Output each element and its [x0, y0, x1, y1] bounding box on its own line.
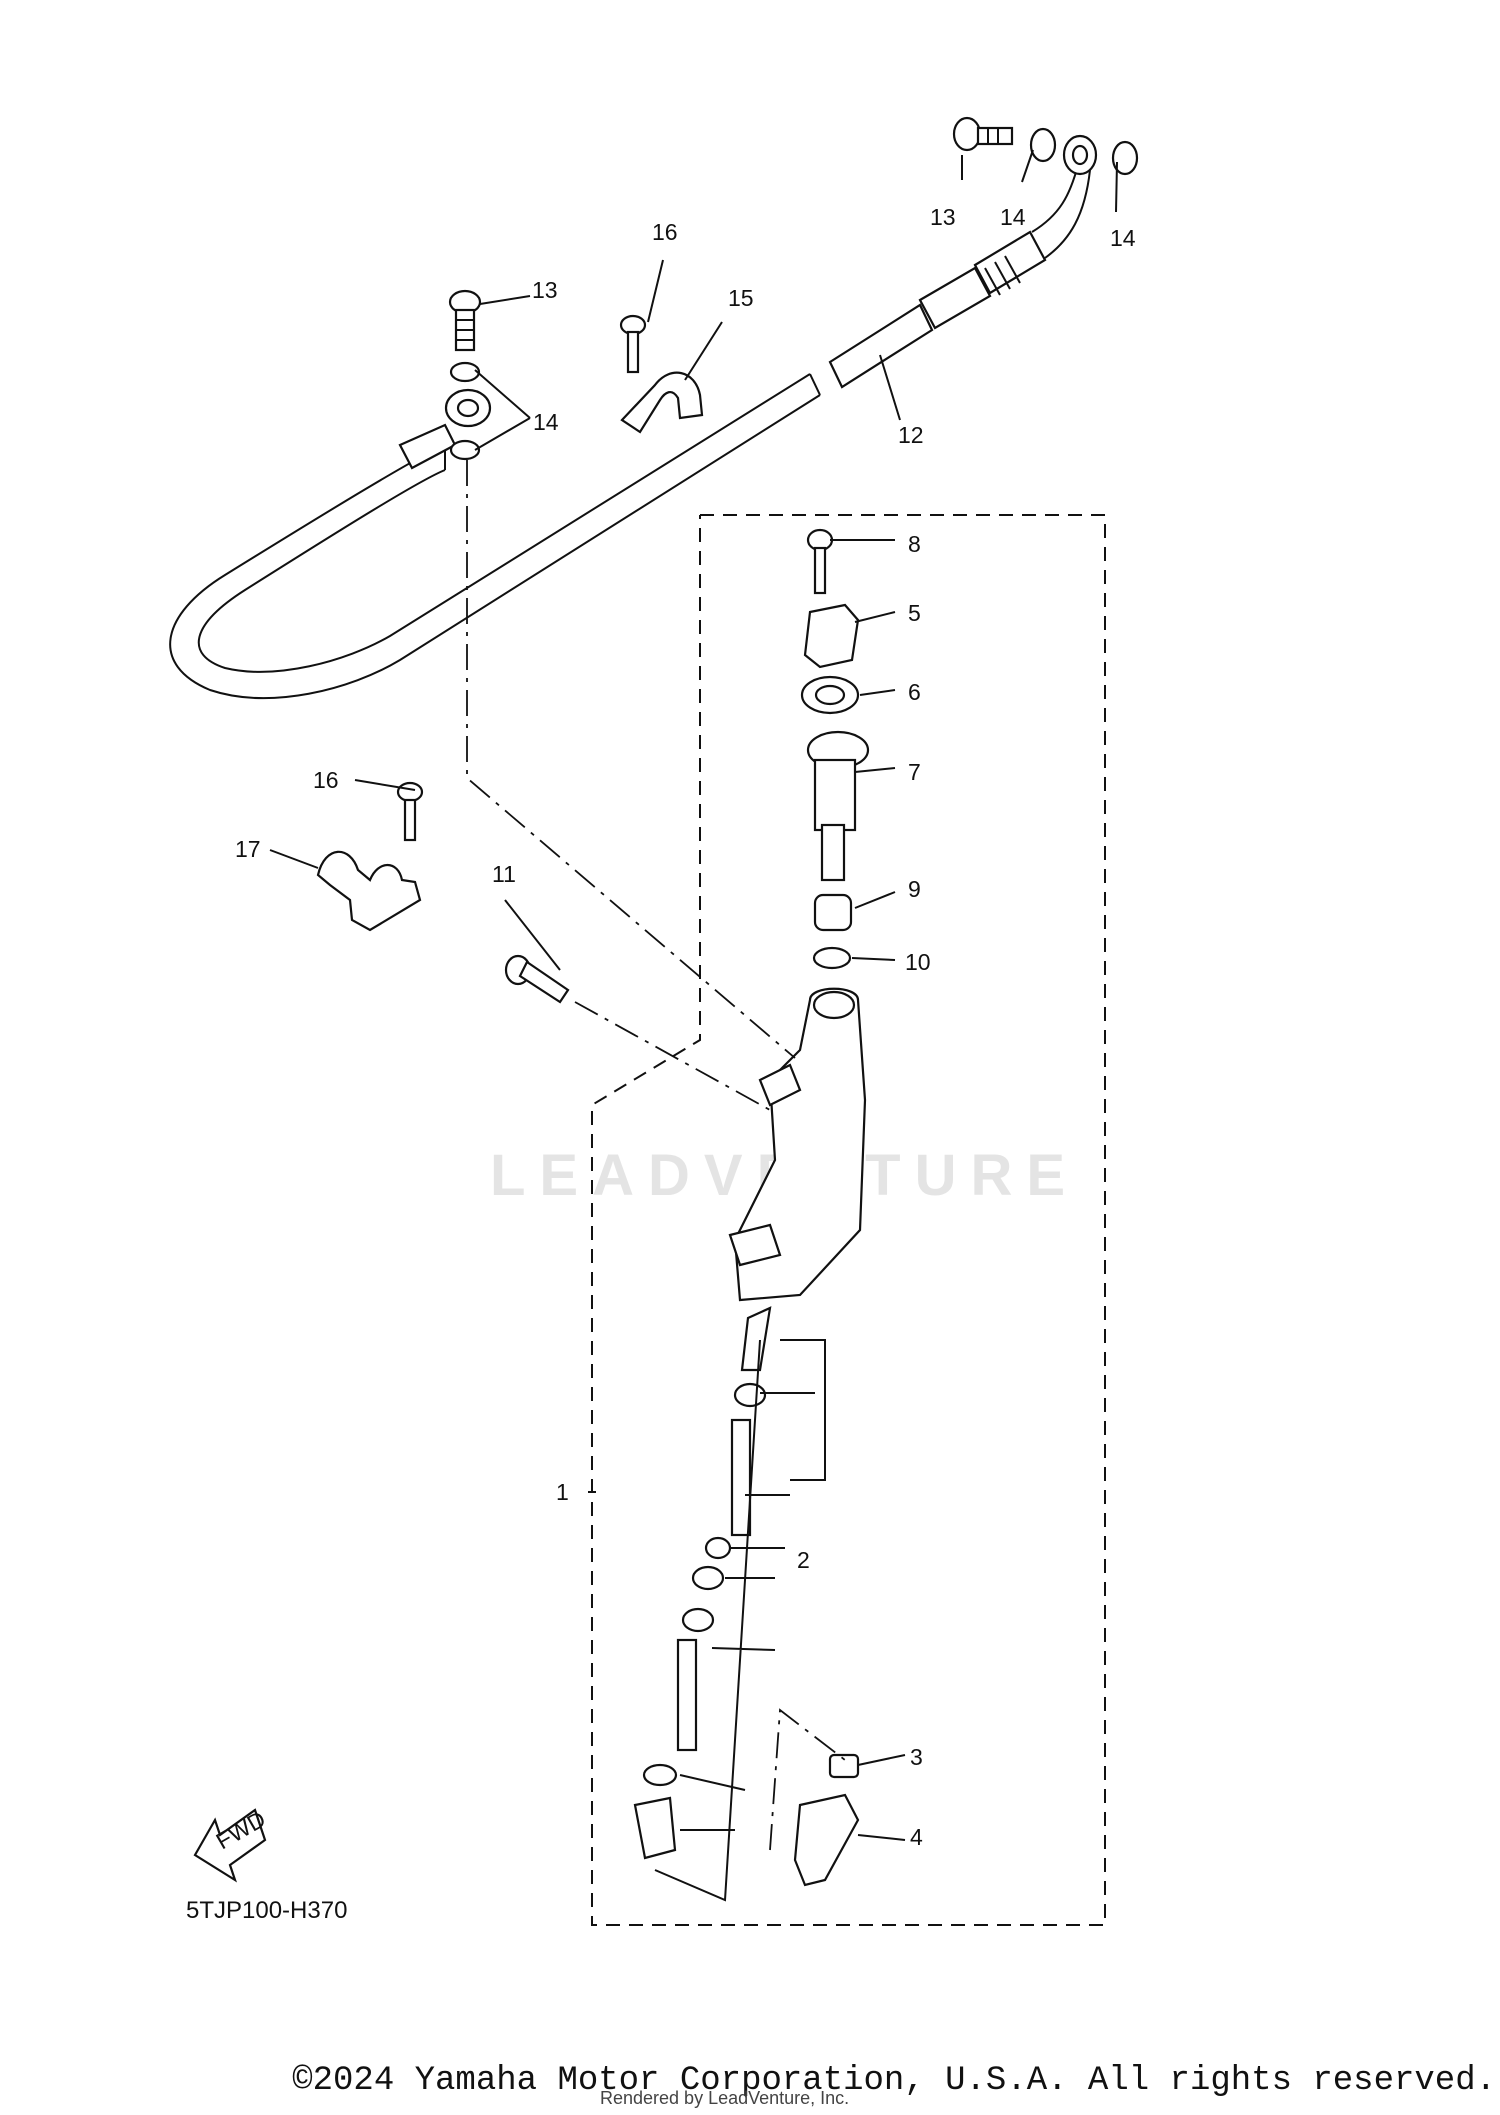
callout-10: 10 — [905, 949, 931, 975]
circlip — [812, 946, 852, 970]
nut — [828, 1753, 860, 1779]
callout-14: 14 — [533, 409, 559, 435]
assembly-centerlines — [466, 460, 846, 1851]
piston-rod — [730, 1418, 752, 1537]
callout-7: 7 — [908, 759, 921, 785]
union-bolt — [952, 116, 1014, 152]
copyright-text: ©2024 Yamaha Motor Corporation, U.S.A. A… — [292, 2062, 1496, 2100]
snap-ring — [642, 1763, 678, 1787]
callout-14: 14 — [1110, 225, 1136, 251]
screw — [396, 781, 424, 842]
diagram-code: 5TJP100-H370 — [186, 1897, 347, 1924]
rendered-by-text: Rendered by LeadVenture, Inc. — [600, 2088, 850, 2108]
forward-arrow-icon: FWD — [193, 1806, 270, 1883]
leader-lines — [269, 149, 1118, 1902]
callout-11: 11 — [492, 861, 516, 887]
screw — [619, 314, 647, 374]
copper-washer — [449, 361, 481, 383]
copyright-notice: ©2024 Yamaha Motor Corporation, U.S.A. A… — [0, 2062, 1500, 2100]
assembly-boundary — [591, 514, 1106, 1926]
callout-1: 1 — [556, 1479, 569, 1505]
callout-13: 13 — [532, 277, 558, 303]
banjo-fitting-lower — [398, 388, 492, 470]
diaphragm-center — [814, 684, 846, 706]
callout-4: 4 — [910, 1824, 923, 1850]
clevis — [793, 1793, 860, 1887]
callout-2: 2 — [797, 1547, 810, 1573]
pushrod-washer — [681, 1607, 715, 1633]
reservoir-bolt — [806, 528, 834, 595]
brake-hose — [169, 164, 1091, 700]
boot-seal — [691, 1565, 725, 1591]
callout-17: 17 — [235, 836, 261, 862]
callout-8: 8 — [908, 531, 921, 557]
callout-6: 6 — [908, 679, 921, 705]
copper-washer — [1029, 127, 1057, 163]
callout-16: 16 — [313, 767, 339, 793]
reservoir-grommet — [813, 893, 853, 932]
spring — [740, 1306, 772, 1372]
hose-holder — [316, 850, 422, 932]
pushrod — [676, 1638, 698, 1752]
callout-12: 12 — [898, 422, 924, 448]
callout-9: 9 — [908, 876, 921, 902]
callout-14: 14 — [1000, 204, 1026, 230]
mounting-bolt — [504, 954, 570, 1004]
copper-washer — [1111, 140, 1139, 176]
callout-13: 13 — [930, 204, 956, 230]
reservoir — [806, 730, 870, 882]
dust-boot — [633, 1796, 677, 1860]
hose-guide — [620, 371, 704, 434]
reservoir-cap — [803, 603, 860, 669]
union-bolt — [448, 289, 482, 352]
callout-5: 5 — [908, 600, 921, 626]
copper-washer — [449, 439, 481, 461]
piston-seal — [704, 1536, 732, 1560]
piston-cup — [733, 1382, 767, 1408]
master-cylinder-body — [728, 987, 867, 1302]
callout-16: 16 — [652, 219, 678, 245]
callout-15: 15 — [728, 285, 754, 311]
callout-3: 3 — [910, 1744, 923, 1770]
banjo-fitting-upper — [1062, 134, 1098, 176]
